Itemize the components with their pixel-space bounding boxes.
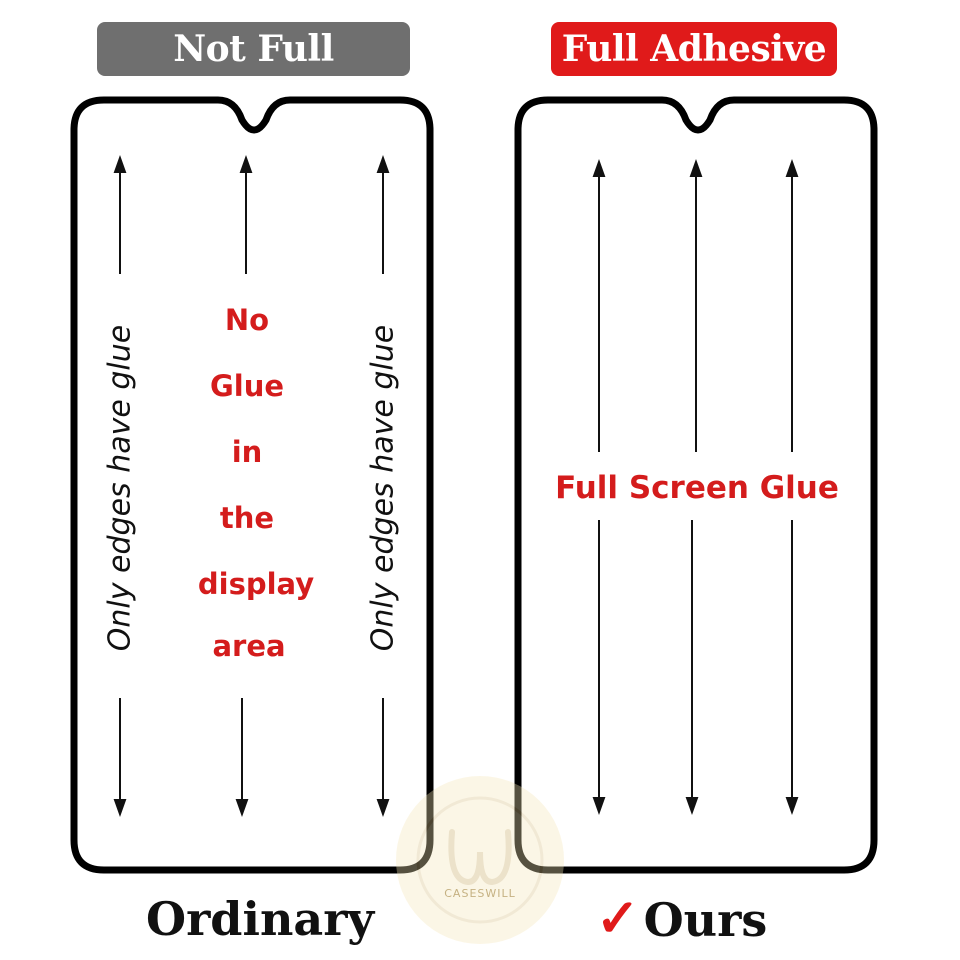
no-glue-line-5: display: [197, 567, 315, 601]
no-glue-line-3: in: [231, 435, 263, 469]
ours-phone-outline: [514, 96, 878, 874]
no-glue-line-4: the: [219, 501, 275, 535]
left-edge-glue-label: Only edges have glue: [102, 324, 138, 652]
ours-caption: ✓Ours: [596, 884, 767, 954]
ordinary-phone-outline: [70, 96, 434, 874]
no-glue-line-1: No: [224, 303, 270, 337]
full-screen-glue-label: Full Screen Glue: [555, 470, 839, 506]
right-edge-glue-label: Only edges have glue: [365, 324, 401, 652]
not-full-adhesive-badge: Not Full Adhesive: [97, 22, 410, 124]
checkmark-icon: ✓: [596, 888, 640, 949]
no-glue-line-6: area: [212, 629, 286, 663]
full-adhesive-badge: Full Adhesive: [551, 22, 837, 76]
no-glue-line-2: Glue: [209, 369, 285, 403]
phone-frame: [514, 96, 878, 874]
phone-frame: [70, 96, 434, 874]
watermark-text: CASESWILL: [444, 887, 516, 900]
ordinary-caption: Ordinary: [146, 892, 375, 946]
ours-caption-text: Ours: [643, 893, 768, 947]
caseswill-watermark-logo: [396, 776, 564, 944]
